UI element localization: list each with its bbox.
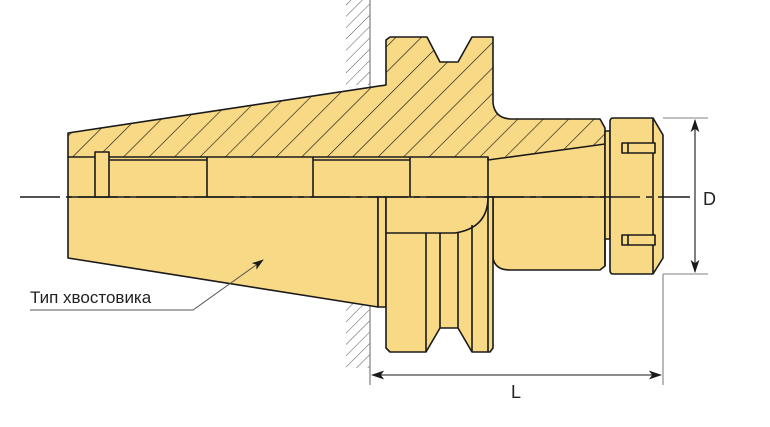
drive-key [94, 151, 110, 198]
dimension-d-label: D [703, 189, 716, 209]
nut-slot-bottom [621, 234, 656, 246]
nut-slot-top [621, 142, 656, 154]
collet-nut [609, 117, 664, 275]
shank-leader [30, 259, 264, 311]
neck-lower [487, 196, 606, 271]
dimension-l-label: L [511, 382, 522, 402]
shank-step [377, 196, 387, 308]
hatched-section [67, 36, 606, 161]
shank-type-label: Тип хвостовика [30, 288, 152, 307]
tool-holder-body [67, 36, 664, 353]
machine-spindle-wall [346, 0, 371, 385]
dimension-l [370, 274, 664, 385]
dimension-d [663, 117, 708, 275]
